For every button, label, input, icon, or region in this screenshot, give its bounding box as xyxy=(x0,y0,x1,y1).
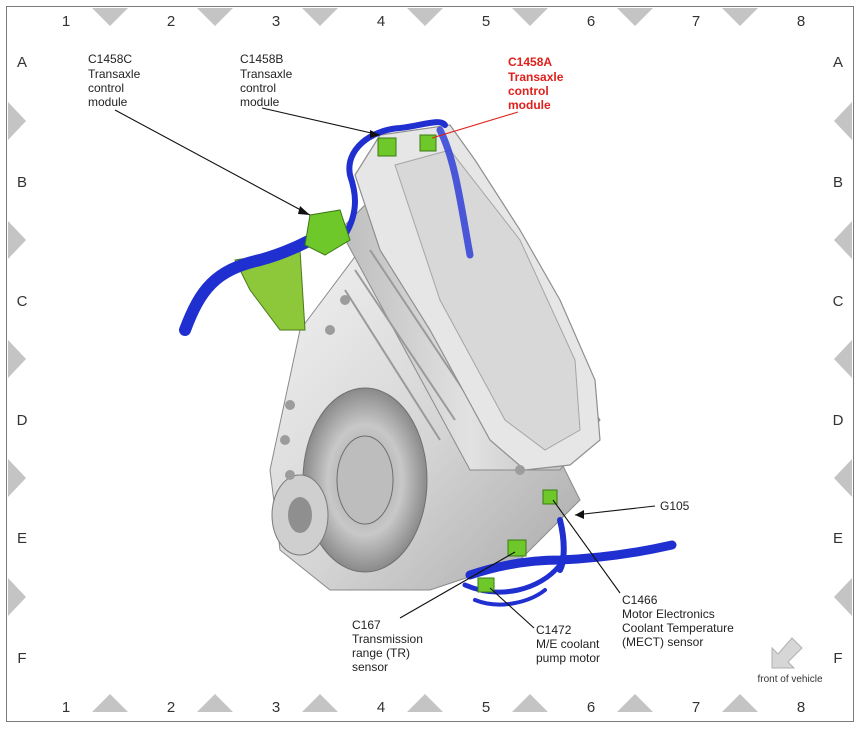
callout-line: control xyxy=(88,81,124,95)
callout-line: control xyxy=(240,81,276,95)
grid-row-labels-right: A B C D E F xyxy=(833,54,844,667)
callout-line: (MECT) sensor xyxy=(622,635,703,649)
connector-c1458c xyxy=(304,209,351,256)
callout-c1472: C1472 M/E coolant pump motor xyxy=(536,623,600,665)
wiring-harness xyxy=(179,119,677,607)
grid-col-label: 4 xyxy=(377,13,385,30)
grid-row-label: F xyxy=(833,650,842,667)
callout-c1466: C1466 Motor Electronics Coolant Temperat… xyxy=(622,593,734,649)
grid-col-label: 2 xyxy=(167,13,175,30)
callout-line: Motor Electronics xyxy=(622,607,715,621)
grid-row-label: D xyxy=(833,412,844,429)
leader-c1458b xyxy=(261,107,381,136)
grid-col-label: 4 xyxy=(377,699,385,716)
callout-line: M/E coolant xyxy=(536,637,600,651)
callout-c1458a: C1458A Transaxle control module xyxy=(508,55,564,112)
grid-row-label: C xyxy=(833,293,844,310)
grid-column-labels-bottom: 1 2 3 4 5 6 7 8 xyxy=(62,699,805,716)
callout-line: sensor xyxy=(352,660,388,674)
grid-col-label: 5 xyxy=(482,699,490,716)
callout-id: C1458C xyxy=(88,52,132,66)
grid-row-label: E xyxy=(833,530,843,547)
callout-line: Transaxle xyxy=(508,70,564,84)
connector-c1458b xyxy=(377,137,397,157)
leader-c1458c xyxy=(114,109,311,216)
motor-cover-panel xyxy=(394,149,581,451)
callout-c167: C167 Transmission range (TR) sensor xyxy=(352,618,423,674)
callout-line: module xyxy=(508,98,551,112)
grid-col-label: 5 xyxy=(482,13,490,30)
callout-id: C1458A xyxy=(508,55,552,69)
grid-row-label: B xyxy=(17,174,27,191)
callout-id: C1472 xyxy=(536,623,572,637)
leader-c1466 xyxy=(552,499,621,594)
grid-markers xyxy=(8,8,852,712)
output-flange-center xyxy=(288,497,312,533)
callout-id: C167 xyxy=(352,618,381,632)
front-of-vehicle-label: front of vehicle xyxy=(757,674,822,685)
grid-row-label: F xyxy=(17,650,26,667)
callout-id: C1466 xyxy=(622,593,658,607)
grid-row-label: D xyxy=(17,412,28,429)
grid-row-label: B xyxy=(833,174,843,191)
grid-col-label: 7 xyxy=(692,13,700,30)
grid-row-labels-left: A B C D E F xyxy=(17,54,28,667)
grid-col-label: 7 xyxy=(692,699,700,716)
callout-line: Transmission xyxy=(352,632,423,646)
callout-line: Transaxle xyxy=(88,67,141,81)
front-of-vehicle-indicator: front of vehicle xyxy=(757,637,823,685)
connector-c167 xyxy=(507,539,527,557)
grid-col-label: 8 xyxy=(797,699,805,716)
callout-id: C1458B xyxy=(240,52,283,66)
callout-id: G105 xyxy=(660,499,690,513)
leader-lines xyxy=(114,107,656,629)
callout-line: Transaxle xyxy=(240,67,293,81)
direction-arrow-icon xyxy=(771,637,803,669)
grid-col-label: 2 xyxy=(167,699,175,716)
grid-col-label: 8 xyxy=(797,13,805,30)
grid-row-label: C xyxy=(17,293,28,310)
grid-row-label: E xyxy=(17,530,27,547)
leader-c1458a xyxy=(431,111,519,139)
callout-line: pump motor xyxy=(536,651,600,665)
callout-c1458b: C1458B Transaxle control module xyxy=(240,52,293,109)
engine-illustration xyxy=(234,124,601,591)
grid-col-label: 6 xyxy=(587,13,595,30)
leader-c167 xyxy=(399,551,516,619)
callout-line: range (TR) xyxy=(352,646,410,660)
flywheel-hub xyxy=(336,435,394,525)
diagram-frame xyxy=(6,6,854,722)
grid-col-label: 1 xyxy=(62,13,70,30)
leader-g105 xyxy=(574,505,656,516)
arrowheads xyxy=(298,130,584,519)
grid-col-label: 3 xyxy=(272,13,280,30)
grid-col-label: 6 xyxy=(587,699,595,716)
connector-c1458a xyxy=(419,134,437,152)
callout-line: module xyxy=(240,95,280,109)
leader-c1472 xyxy=(489,587,535,629)
callout-g105: G105 xyxy=(660,499,690,513)
bolts xyxy=(280,295,525,480)
callout-line: control xyxy=(508,84,549,98)
grid-col-label: 1 xyxy=(62,699,70,716)
callout-line: module xyxy=(88,95,128,109)
grid-row-label: A xyxy=(833,54,843,71)
grid-row-label: A xyxy=(17,54,27,71)
grid-column-labels-top: 1 2 3 4 5 6 7 8 xyxy=(62,13,805,30)
callout-c1458c: C1458C Transaxle control module xyxy=(88,52,141,109)
callout-line: Coolant Temperature xyxy=(622,621,734,635)
grid-col-label: 3 xyxy=(272,699,280,716)
